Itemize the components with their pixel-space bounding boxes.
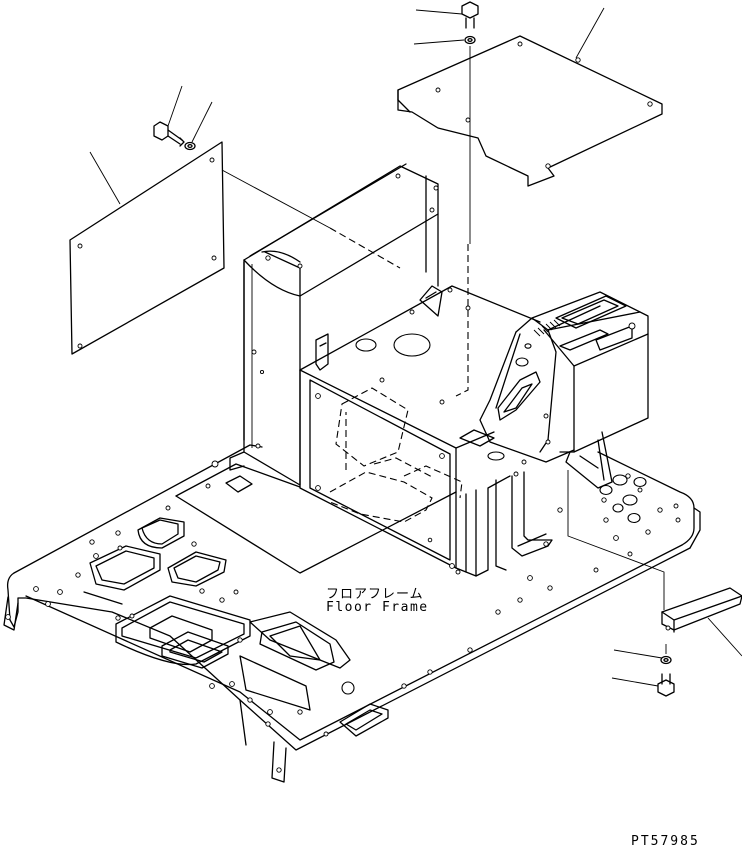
left-cover-plate xyxy=(69,141,401,355)
right-console xyxy=(479,291,649,489)
bolt-washer-left xyxy=(153,121,196,151)
floor-frame xyxy=(3,444,701,783)
floor-frame-label-english: Floor Frame xyxy=(326,600,429,615)
left-tower-box xyxy=(229,163,443,486)
bottom-bracket xyxy=(567,470,742,633)
drawing-code: PT57985 xyxy=(631,834,700,849)
bolt-washer-bottom xyxy=(657,644,675,697)
leader-lines xyxy=(89,7,742,687)
bolt-washer-top xyxy=(461,1,479,244)
floor-frame-label-japanese: フロアフレーム xyxy=(326,587,424,602)
center-box xyxy=(299,244,553,577)
top-cover-plate xyxy=(397,35,663,187)
